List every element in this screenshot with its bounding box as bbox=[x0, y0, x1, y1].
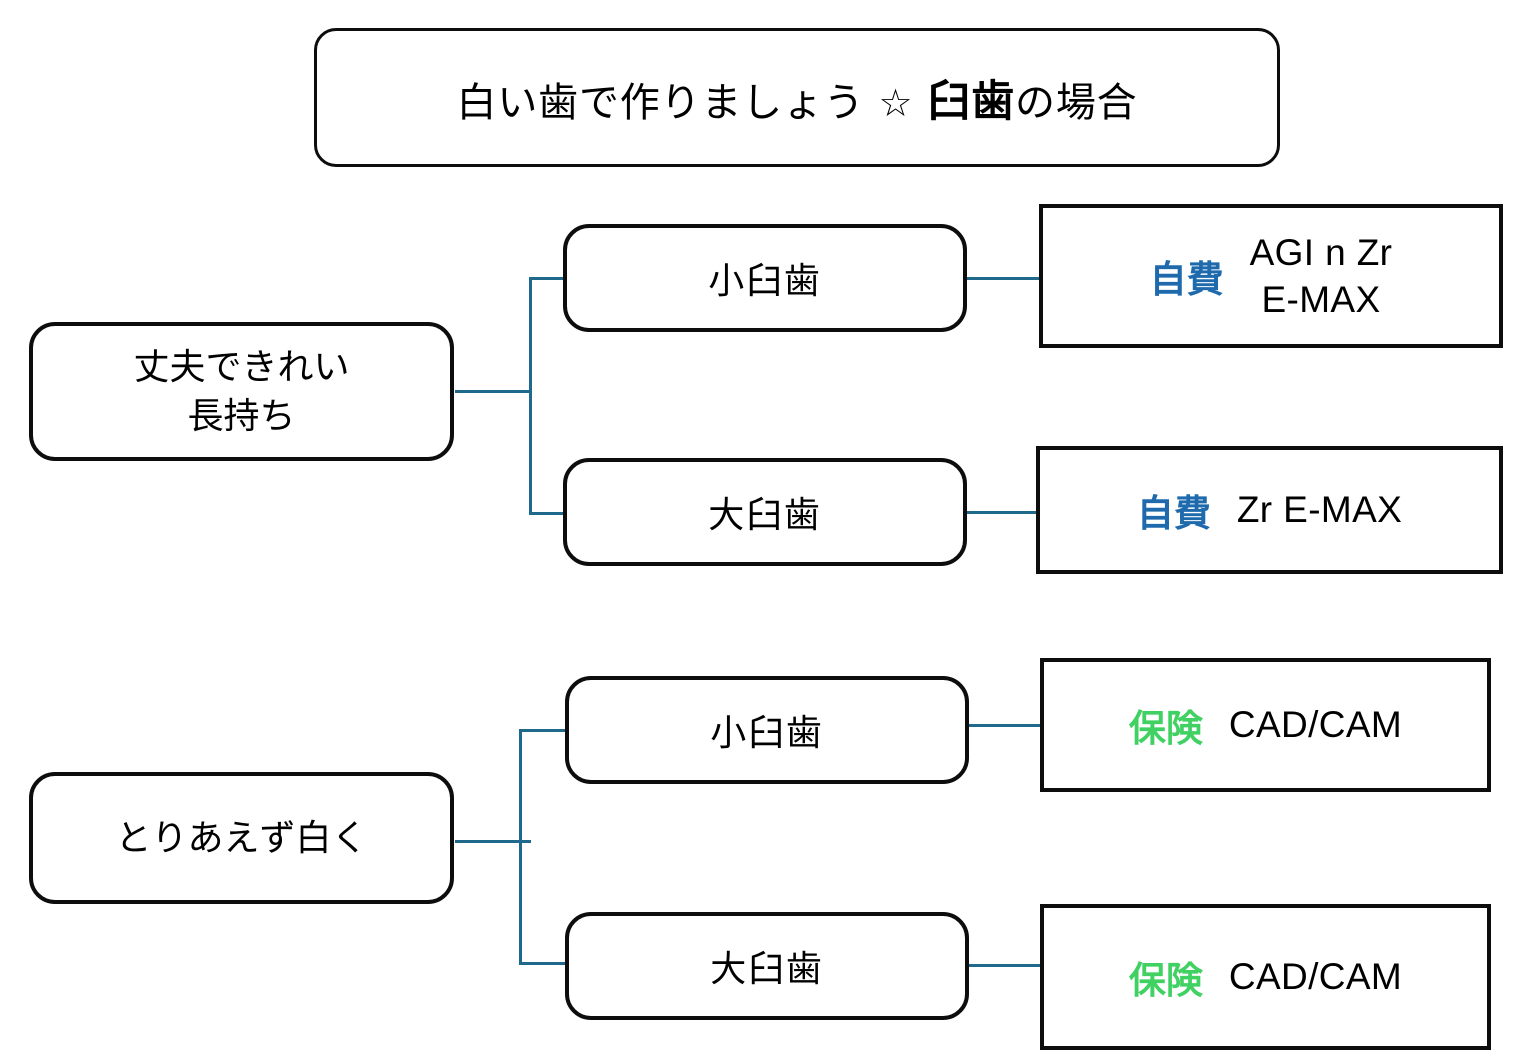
result-box-premolar-insurance[interactable]: 保険 CAD/CAM bbox=[1040, 658, 1491, 792]
result-content: 保険 CAD/CAM bbox=[1129, 698, 1402, 752]
connector-root2-to-child1 bbox=[519, 729, 567, 732]
connector-child4-to-result4 bbox=[968, 964, 1042, 967]
material-list: AGI n Zr E-MAX bbox=[1249, 231, 1393, 320]
tooth-box-molar-insurance[interactable]: 大臼歯 bbox=[565, 912, 969, 1020]
root-box-durable[interactable]: 丈夫できれい 長持ち bbox=[29, 322, 454, 461]
star-icon: ☆ bbox=[878, 82, 914, 125]
tooth-box-molar-durable[interactable]: 大臼歯 bbox=[563, 458, 967, 566]
connector-root2-to-child2 bbox=[519, 962, 567, 965]
result-content: 保険 CAD/CAM bbox=[1129, 950, 1402, 1004]
tooth-label: 小臼歯 bbox=[708, 260, 822, 301]
root-box-quick-white[interactable]: とりあえず白く bbox=[29, 772, 454, 904]
coverage-badge-insurance: 保険 bbox=[1128, 960, 1203, 1001]
coverage-badge-selfpay: 自費 bbox=[1149, 259, 1224, 300]
connector-child3-to-result3 bbox=[968, 724, 1042, 727]
connector-root1-to-child1 bbox=[529, 277, 565, 280]
connector-root2-trunk bbox=[519, 729, 522, 965]
material-list: CAD/CAM bbox=[1228, 956, 1403, 998]
coverage-badge-insurance: 保険 bbox=[1128, 708, 1203, 749]
root-label-durable: 丈夫できれい 長持ち bbox=[133, 345, 350, 436]
coverage-badge-selfpay: 自費 bbox=[1136, 493, 1211, 534]
result-box-molar-selfpay[interactable]: 自費 Zr E-MAX bbox=[1036, 446, 1503, 574]
tooth-label: 小臼歯 bbox=[710, 712, 824, 753]
result-box-premolar-selfpay[interactable]: 自費 AGI n Zr E-MAX bbox=[1039, 204, 1503, 348]
tooth-box-premolar-insurance[interactable]: 小臼歯 bbox=[565, 676, 969, 784]
tooth-box-premolar-durable[interactable]: 小臼歯 bbox=[563, 224, 967, 332]
material-list: Zr E-MAX bbox=[1236, 489, 1403, 531]
connector-root1-stub bbox=[455, 390, 531, 393]
result-box-molar-insurance[interactable]: 保険 CAD/CAM bbox=[1040, 904, 1491, 1050]
result-content: 自費 Zr E-MAX bbox=[1137, 483, 1402, 537]
connector-root1-trunk bbox=[529, 277, 532, 515]
connector-child2-to-result2 bbox=[966, 511, 1038, 514]
tooth-label: 大臼歯 bbox=[710, 948, 824, 989]
title-tail-text: の場合 bbox=[1015, 80, 1138, 125]
connector-root2-stub bbox=[455, 840, 531, 843]
title-box: 白い歯で作りましょう ☆ 臼歯の場合 bbox=[314, 28, 1280, 167]
root-label-quick-white: とりあえず白く bbox=[115, 816, 368, 858]
connector-child1-to-result1 bbox=[966, 277, 1040, 280]
page-title: 白い歯で作りましょう ☆ 臼歯の場合 bbox=[457, 67, 1138, 129]
title-lead-text: 白い歯で作りましょう bbox=[456, 80, 865, 125]
title-emphasis-text: 臼歯 bbox=[927, 77, 1016, 126]
tooth-label: 大臼歯 bbox=[708, 494, 822, 535]
result-content: 自費 AGI n Zr E-MAX bbox=[1150, 229, 1393, 324]
material-list: CAD/CAM bbox=[1228, 704, 1403, 746]
connector-root1-to-child2 bbox=[529, 512, 565, 515]
